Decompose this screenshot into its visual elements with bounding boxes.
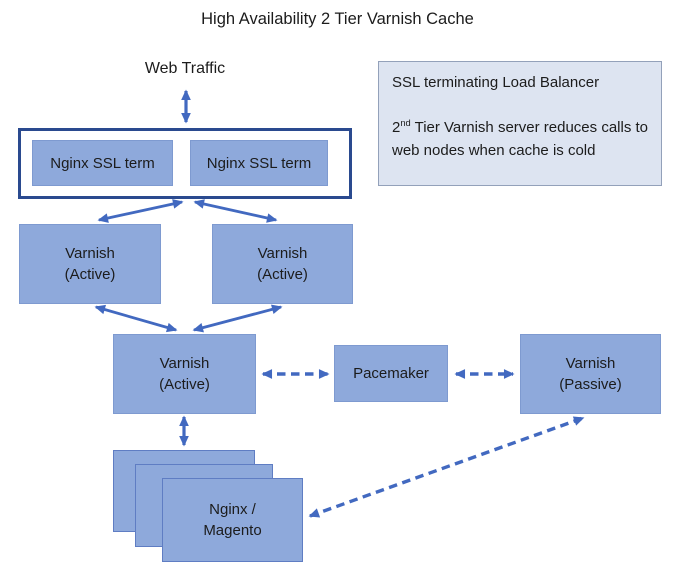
arrow-group-varnish-right <box>193 199 278 223</box>
arrow-varnishleft-center <box>94 304 178 333</box>
node-varnish-active-center: Varnish (Active) <box>113 334 256 414</box>
diagram-title: High Availability 2 Tier Varnish Cache <box>201 10 474 28</box>
arrow-group-varnish-left <box>97 199 184 223</box>
info-callout: SSL terminating Load Balancer 2nd Tier V… <box>378 61 662 186</box>
node-pacemaker: Pacemaker <box>334 345 448 402</box>
node-varnish-active-left: Varnish (Active) <box>19 224 161 304</box>
node-label-line: Varnish <box>159 355 210 372</box>
info-line-2-prefix: 2 <box>392 118 401 136</box>
info-line-2-rest: Tier Varnish server reduces calls to web… <box>392 118 648 159</box>
node-label-line: Magento <box>203 522 262 539</box>
node-varnish-passive: Varnish (Passive) <box>520 334 661 414</box>
info-line-1: SSL terminating Load Balancer <box>392 74 600 91</box>
arrow-passive-stack <box>308 416 585 518</box>
node-label-line: (Active) <box>159 376 210 393</box>
node-label-line: (Active) <box>64 266 116 283</box>
node-nginx-magento: Nginx / Magento <box>162 478 303 562</box>
node-nginx-ssl-1: Nginx SSL term <box>32 140 173 186</box>
node-label-line: Varnish <box>565 355 616 372</box>
web-traffic-label: Web Traffic <box>144 60 226 77</box>
info-line-2: 2nd Tier Varnish server reduces calls to… <box>392 117 648 163</box>
info-line-2-superscript: nd <box>400 117 411 128</box>
node-label-line: (Passive) <box>559 376 622 393</box>
arrow-varnishright-center <box>192 304 283 333</box>
node-label-line: Nginx / <box>209 501 256 518</box>
node-label-line: (Active) <box>257 266 308 283</box>
node-nginx-ssl-2: Nginx SSL term <box>190 140 328 186</box>
info-spacer <box>392 95 648 117</box>
node-varnish-active-right: Varnish (Active) <box>212 224 353 304</box>
node-label-line: Varnish <box>65 245 115 262</box>
node-label-line: Varnish <box>257 245 308 262</box>
load-balancer-group: Nginx SSL term Nginx SSL term <box>18 128 352 199</box>
